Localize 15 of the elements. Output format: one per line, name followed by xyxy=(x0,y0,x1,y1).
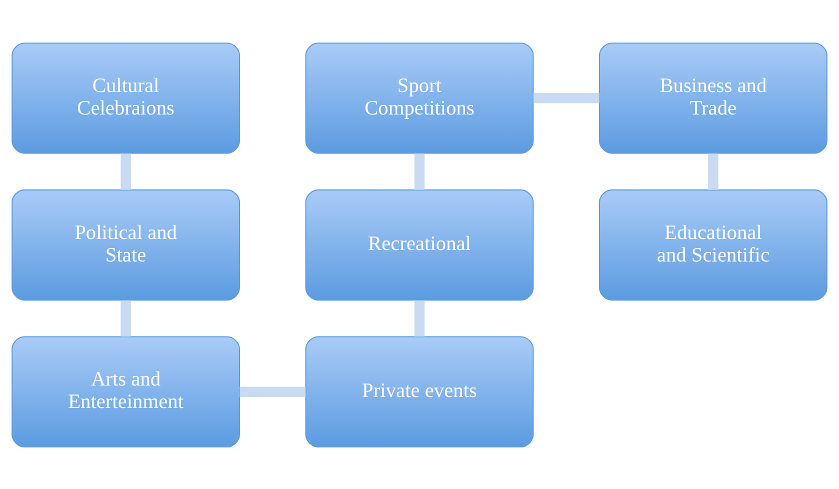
node-box: Recreational xyxy=(305,188,534,300)
node-box: Political and State xyxy=(12,188,240,300)
node-box: Private events xyxy=(305,336,534,447)
connector xyxy=(414,300,425,336)
node-box: Cultural Celebraions xyxy=(12,42,240,154)
node-box: Arts and Enterteinment xyxy=(12,336,240,447)
connector xyxy=(708,153,718,190)
node-box: Business and Trade xyxy=(598,42,828,154)
node-box: Sport Competitions xyxy=(305,42,534,154)
connector xyxy=(414,153,425,190)
connector xyxy=(120,300,131,336)
connector xyxy=(240,386,306,396)
node-box: Educational and Scientific xyxy=(598,188,828,300)
connector xyxy=(533,92,600,103)
connector xyxy=(120,153,131,190)
